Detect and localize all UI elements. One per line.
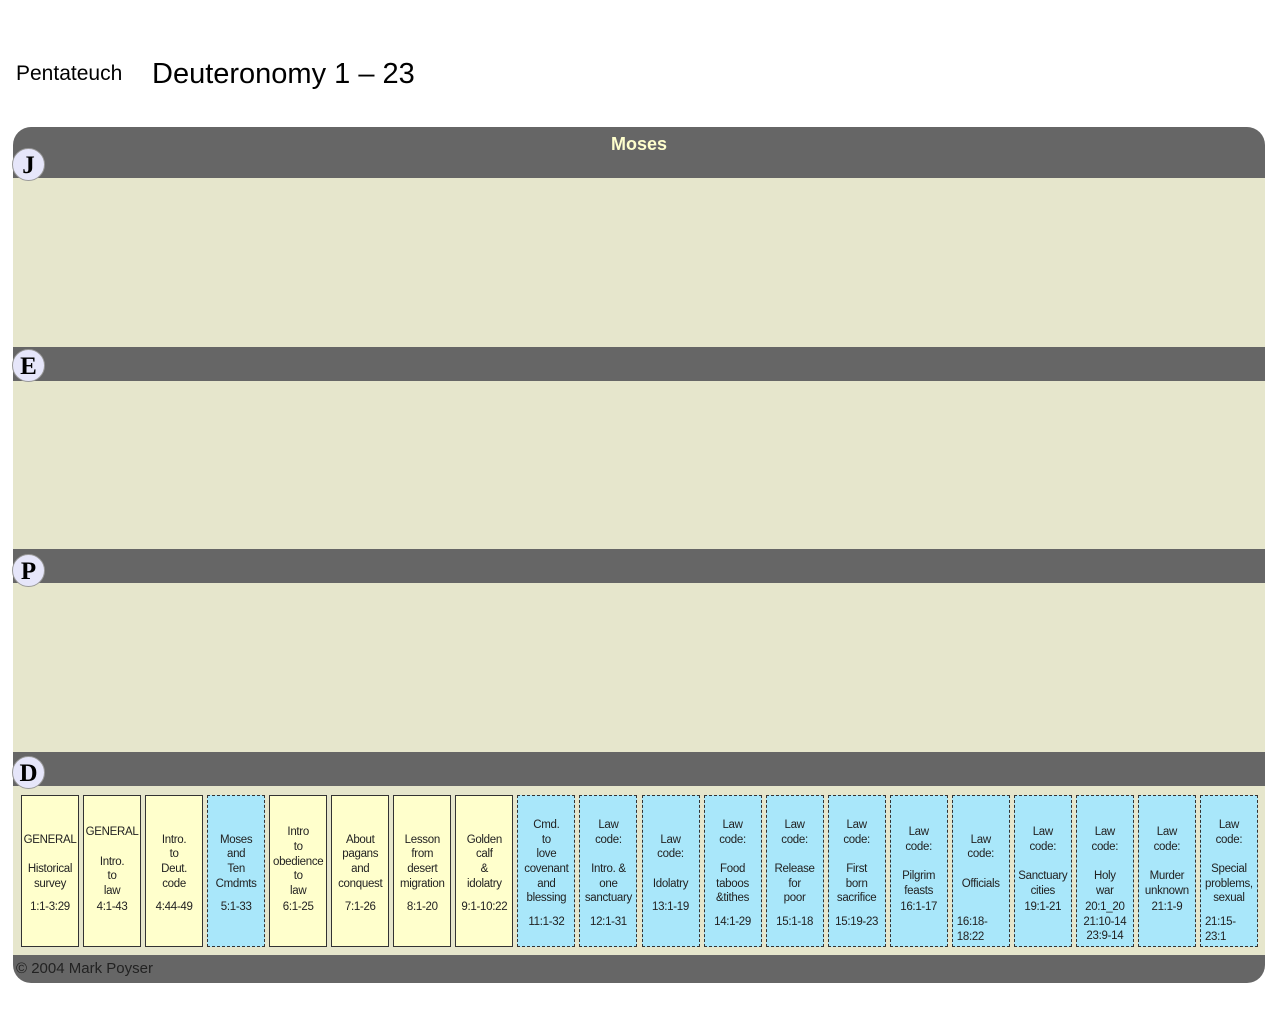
section-box: Intro. to Deut. code 4:44-49 <box>145 795 204 947</box>
section-label: GENERAL Intro. to law <box>85 826 139 898</box>
section-ref: 13:1-19 <box>652 901 689 913</box>
section-ref: 7:1-26 <box>344 901 376 913</box>
section-box: Law code: Holy war 20:1_20 21:10-14 23:9-… <box>1075 795 1134 947</box>
section-label: Law code: Sanctuary cities <box>1018 826 1068 898</box>
section-ref: 15:1-18 <box>776 916 814 928</box>
section-ref: 19:1-21 <box>1024 901 1062 913</box>
section-label: Law code: Intro. & one sanctuary <box>584 818 633 905</box>
page-subtitle: Pentateuch <box>16 62 123 85</box>
section-box: Law code: Officials 16:18- 18:22 <box>951 795 1010 947</box>
panel-j <box>13 178 1265 347</box>
section-label: Golden calf & idolatry <box>466 833 503 890</box>
section-ref: 4:44-49 <box>155 901 193 913</box>
section-ref: 6:1-25 <box>282 901 314 913</box>
section-ref: 5:1-33 <box>220 901 252 913</box>
section-label: Law code: Food taboos &tithes <box>716 818 750 905</box>
section-ref: 4:1-43 <box>96 901 128 913</box>
section-box: Intro to obedience to law 6:1-25 <box>269 795 328 947</box>
section-box: Law code: Murder unknown 21:1-9 <box>1137 795 1196 947</box>
section-label: Law code: Special problems, sexual <box>1205 818 1253 905</box>
section-ref: 9:1-10:22 <box>461 901 508 913</box>
source-letter-e: E <box>12 349 45 382</box>
panel-p <box>13 583 1265 752</box>
section-box: Law code: Release for poor 15:1-18 <box>765 795 824 947</box>
section-ref: 11:1-32 <box>528 916 565 928</box>
section-label: Cmd. to love covenant and blessing <box>524 818 569 905</box>
section-ref: 16:18- 18:22 <box>956 916 988 943</box>
section-box: GENERAL Historical survey 1:1-3:29 <box>21 795 79 947</box>
copyright: © 2004 Mark Poyser <box>16 960 153 977</box>
section-ref: 16:1-17 <box>900 901 938 913</box>
section-label: GENERAL Historical survey <box>23 833 77 890</box>
section-box: Golden calf & idolatry 9:1-10:22 <box>455 795 514 947</box>
section-ref: 14:1-29 <box>714 916 751 928</box>
source-letter-p: P <box>12 554 45 587</box>
section-ref: 12:1-31 <box>589 916 627 928</box>
band-title: Moses <box>610 134 668 154</box>
panel-e <box>13 381 1265 549</box>
section-box: Lesson from desert migration 8:1-20 <box>393 795 452 947</box>
section-label: Intro to obedience to law <box>272 826 324 898</box>
section-label: Law code: Release for poor <box>774 818 815 905</box>
section-label: Law code: Pilgrim feasts <box>902 826 936 898</box>
section-box: Law code: Pilgrim feasts 16:1-17 <box>889 795 948 947</box>
page-title: Deuteronomy 1 – 23 <box>152 58 415 90</box>
section-label: About pagans and conquest <box>338 833 383 890</box>
section-label: Law code: Idolatry <box>652 833 689 890</box>
section-box: Law code: Intro. & one sanctuary 12:1-31 <box>579 795 638 947</box>
section-box: Law code: Idolatry 13:1-19 <box>641 795 700 947</box>
section-box: Law code: Special problems, sexual 21:15-… <box>1199 795 1258 947</box>
section-label: Lesson from desert migration <box>399 833 445 890</box>
section-ref: 20:1_20 21:10-14 23:9-14 <box>1083 901 1127 943</box>
section-box: GENERAL Intro. to law 4:1-43 <box>83 795 142 947</box>
section-ref: 15:19-23 <box>835 916 879 928</box>
section-box: Law code: Sanctuary cities 19:1-21 <box>1013 795 1072 947</box>
section-label: Law code: Officials <box>961 833 1000 890</box>
section-label: Law code: Holy war <box>1091 826 1119 898</box>
source-letter-d: D <box>12 756 45 789</box>
section-label: Intro. to Deut. code <box>161 833 188 890</box>
section-ref: 21:15- 23:1 <box>1204 916 1236 943</box>
section-label: Law code: First born sacrifice <box>836 818 877 905</box>
source-letter-j: J <box>12 148 45 181</box>
section-box: About pagans and conquest 7:1-26 <box>331 795 390 947</box>
section-label: Law code: Murder unknown <box>1144 826 1189 898</box>
section-ref: 21:1-9 <box>1151 901 1183 913</box>
section-box: Moses and Ten Cmdmts 5:1-33 <box>207 795 266 947</box>
section-box: Law code: Food taboos &tithes 14:1-29 <box>703 795 762 947</box>
section-box: Law code: First born sacrifice 15:19-23 <box>827 795 886 947</box>
section-box: Cmd. to love covenant and blessing 11:1-3… <box>517 795 576 947</box>
section-ref: 1:1-3:29 <box>30 901 70 913</box>
section-ref: 8:1-20 <box>406 901 438 913</box>
section-label: Moses and Ten Cmdmts <box>215 833 257 890</box>
